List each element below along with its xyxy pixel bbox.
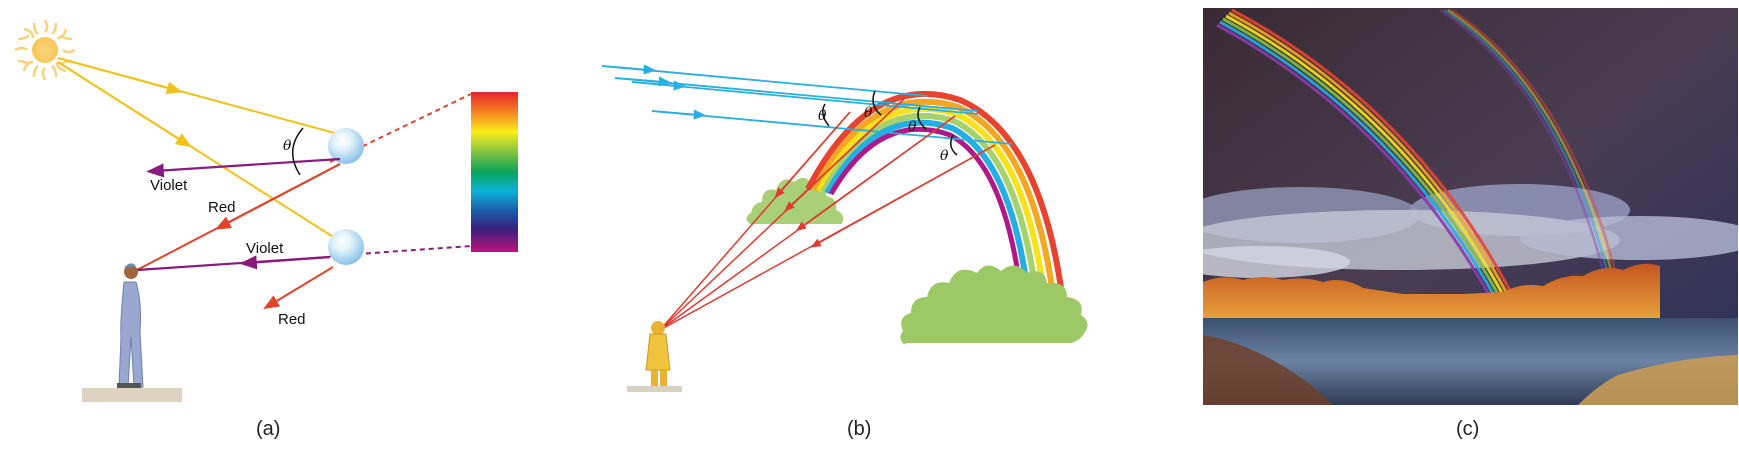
rainbow-arc	[805, 90, 1065, 296]
panel-c-caption: (c)	[1456, 418, 1479, 440]
rainbow-band-green	[820, 112, 1039, 296]
panel-a: θ Violet Red Violet Red (a)	[14, 19, 518, 440]
sun-icon	[14, 19, 76, 81]
panel-a-caption: (a)	[256, 418, 280, 440]
ground-platform-a	[82, 388, 182, 402]
panel-b-caption: (b)	[847, 418, 871, 440]
violet-ray-top	[146, 157, 341, 178]
panel-b: θ θ θ θ (b)	[601, 64, 1088, 440]
rainbow-band-orange	[811, 98, 1056, 296]
autumn-tree-line	[1203, 263, 1660, 320]
rainbow-band-red	[805, 90, 1065, 296]
observer-person-b	[645, 321, 671, 386]
red-label-top: Red	[208, 199, 236, 216]
rainbow-band-blue	[824, 119, 1031, 296]
violet-label-bottom: Violet	[246, 240, 284, 257]
theta-label-2: θ	[864, 105, 873, 121]
panel-c: (c)	[1203, 8, 1738, 440]
sunlight-ray-bottom-arrow	[57, 61, 192, 148]
theta-label-3: θ	[908, 119, 917, 135]
foreground-grass-right	[1578, 355, 1738, 405]
angle-theta-label: θ	[283, 138, 292, 154]
raindrop-top	[328, 128, 364, 164]
rainbow-band-yellow	[816, 105, 1047, 296]
rainbow-band-violet	[828, 126, 1024, 296]
sunlight-ray-top-arrow	[57, 57, 183, 95]
color-spectrum-bar	[471, 92, 518, 252]
rainbow-photo	[1203, 8, 1738, 405]
large-bush	[900, 265, 1088, 345]
angle-arcs	[822, 90, 958, 156]
angle-arc	[292, 127, 304, 176]
red-dashed-line	[329, 93, 472, 163]
red-ray-top-arrow	[214, 163, 341, 230]
ground-platform-b	[627, 386, 682, 392]
violet-label-top: Violet	[150, 177, 188, 194]
theta-label-4: θ	[940, 148, 949, 164]
secondary-rainbow	[1439, 8, 1622, 291]
violet-dashed-line	[329, 245, 472, 257]
refracted-red-rays	[659, 97, 996, 331]
primary-rainbow	[1216, 8, 1522, 316]
violet-ray-bottom-arrow	[239, 255, 331, 270]
raindrop-bottom	[328, 229, 364, 265]
observer-person-a	[117, 263, 144, 388]
theta-label-1: θ	[818, 108, 827, 124]
red-label-bottom: Red	[278, 311, 306, 328]
foreground-brush-left	[1203, 335, 1333, 405]
red-ray-bottom	[263, 266, 334, 310]
